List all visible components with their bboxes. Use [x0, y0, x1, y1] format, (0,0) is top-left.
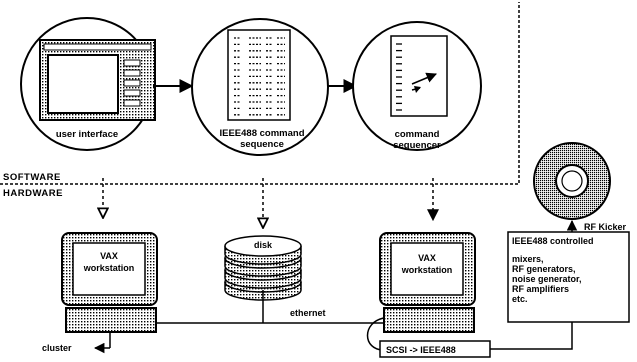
ieee-box-item: etc.	[512, 294, 528, 304]
software-hardware-divider	[0, 2, 520, 185]
ethernet-label: ethernet	[290, 308, 326, 318]
sequence-lines	[234, 37, 285, 116]
left-workstation-label-line2: workstation	[83, 263, 135, 273]
ieee-box-item: RF amplifiers	[512, 284, 569, 294]
user-interface-icon	[39, 39, 156, 121]
right-workstation-label-line2: workstation	[401, 265, 453, 275]
right-vax-workstation: VAX workstation	[379, 232, 476, 333]
command-sequencer-label-line1: command	[395, 129, 440, 140]
ethernet-bus	[93, 290, 384, 354]
right-workstation-label-line1: VAX	[418, 253, 436, 263]
ieee-box-item: mixers,	[512, 254, 544, 264]
command-sequencer-icon	[390, 35, 448, 117]
cluster-label: cluster	[42, 343, 72, 353]
ieee-box-title: IEEE488 controlled	[512, 236, 594, 246]
ieee-box-item: RF generators,	[512, 264, 576, 274]
command-sequence-icon	[227, 29, 291, 121]
scsi-label: SCSI -> IEEE488	[386, 345, 456, 355]
command-sequence-label-line2: sequence	[240, 139, 284, 150]
command-sequence-node: IEEE488 command sequence	[191, 18, 329, 156]
hardware-section-label: HARDWARE	[3, 188, 63, 199]
rf-kicker	[533, 142, 611, 232]
ieee488-controlled-box: IEEE488 controlled mixers, RF generators…	[507, 231, 630, 323]
command-sequence-label-line1: IEEE488 command	[219, 128, 304, 139]
disk-label: disk	[254, 240, 273, 250]
software-section-label: SOFTWARE	[3, 172, 61, 183]
command-sequencer-node: command sequencer	[352, 21, 482, 151]
rf-kicker-label: RF Kicker	[584, 222, 627, 232]
command-sequencer-label-line2: sequencer	[393, 140, 441, 151]
user-interface-label: user interface	[56, 129, 118, 140]
user-interface-node: user interface	[20, 17, 156, 151]
left-vax-workstation: VAX workstation	[61, 232, 158, 333]
ieee-box-item: noise generator,	[512, 274, 582, 284]
left-workstation-label-line1: VAX	[100, 251, 118, 261]
sequencer-lines	[396, 43, 402, 111]
scsi-converter: SCSI -> IEEE488	[366, 317, 573, 358]
